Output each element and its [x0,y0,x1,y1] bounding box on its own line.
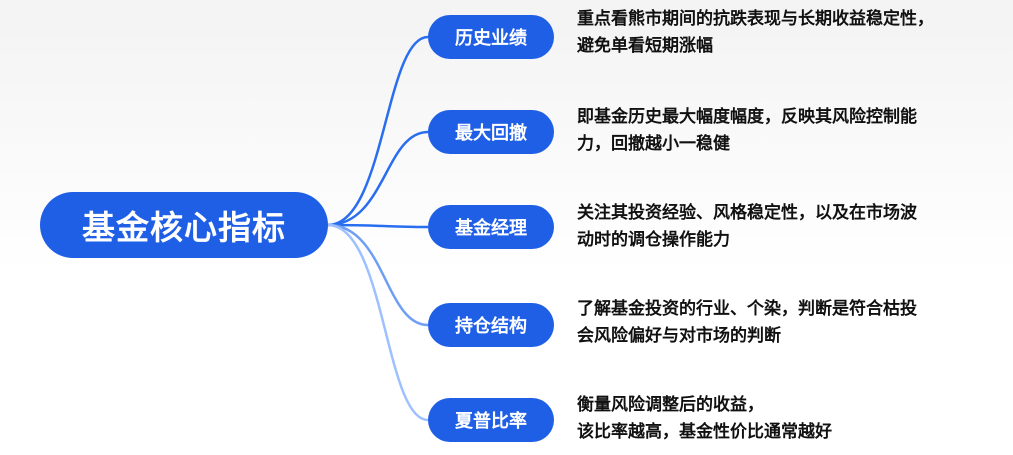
branch-description-fund-manager: 关注其投资经验、风格稳定性，以及在市场波 动时的调仓操作能力 [577,200,1002,254]
description-line: 衡量风险调整后的收益， [577,395,764,415]
root-node: 基金核心指标 [40,192,328,258]
branch-node-max-drawdown: 最大回撤 [428,110,554,154]
branch-description-sharpe-ratio: 衡量风险调整后的收益， 该比率越高，基金性价比通常越好 [577,392,1002,446]
description-line: 避免单看短期涨幅 [577,36,713,56]
connector-2 [327,130,429,227]
branch-description-history-performance: 重点看熊市期间的抗跌表现与长期收益稳定性， 避免单看短期涨幅 [577,6,1002,60]
branch-node-fund-manager: 基金经理 [428,205,554,249]
description-line: 关注其投资经验、风格稳定性，以及在市场波 [577,203,917,223]
description-line: 动时的调仓操作能力 [577,230,730,250]
branch-description-holdings-structure: 了解基金投资的行业、个染，判断是符合枯投 会风险偏好与对市场的判断 [577,296,1002,350]
branch-node-holdings-structure: 持仓结构 [428,303,554,347]
description-line: 即基金历史最大幅度幅度，反映其风险控制能 [577,107,917,127]
description-line: 重点看熊市期间的抗跌表现与长期收益稳定性， [577,9,934,29]
description-line: 该比率越高，基金性价比通常越好 [577,422,832,442]
description-line: 了解基金投资的行业、个染，判断是符合枯投 [577,299,917,319]
description-line: 会风险偏好与对市场的判断 [577,326,781,346]
branch-node-history-performance: 历史业绩 [428,15,554,59]
description-line: 力，回撤越小一稳健 [577,134,730,154]
connector-4 [327,223,429,327]
branch-node-sharpe-ratio: 夏普比率 [428,398,554,442]
connector-5 [327,223,429,422]
connector-3 [327,223,429,229]
branch-description-max-drawdown: 即基金历史最大幅度幅度，反映其风险控制能 力，回撤越小一稳健 [577,104,1002,158]
connector-1 [327,35,429,227]
